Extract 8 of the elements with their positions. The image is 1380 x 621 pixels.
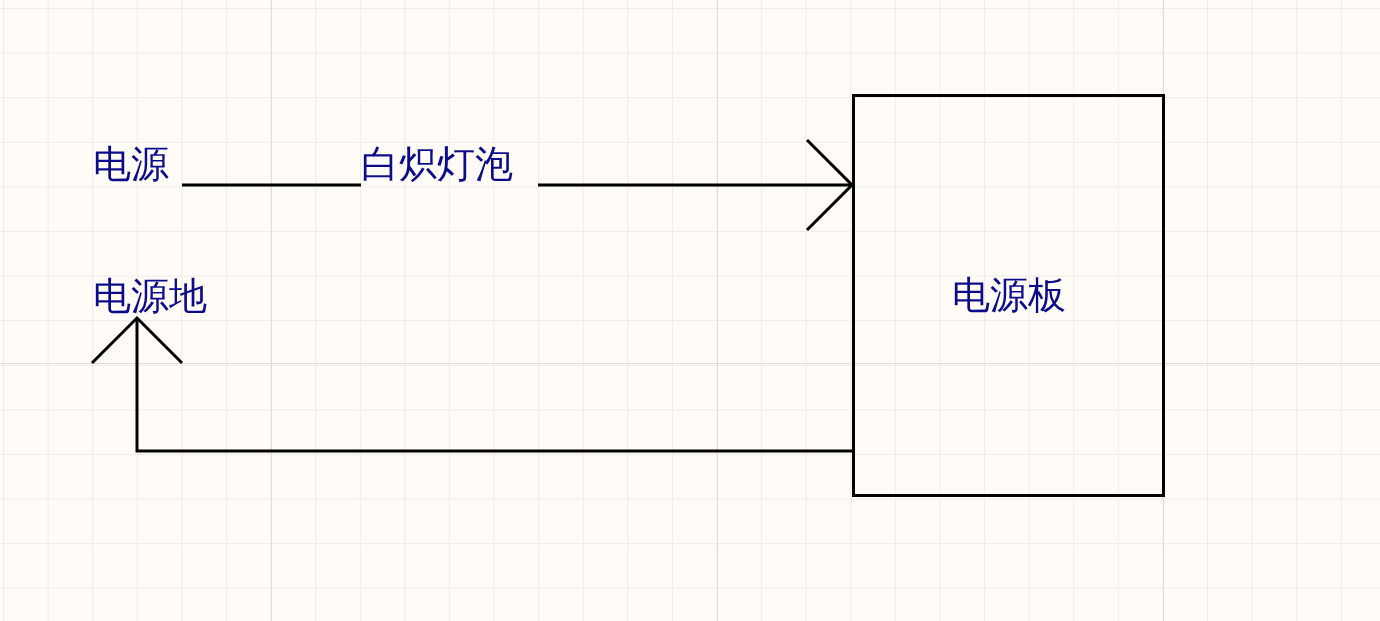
arrow — [538, 138, 854, 232]
node-label: 电源 — [93, 144, 169, 186]
node-label: 电源地 — [93, 276, 207, 318]
board-box — [852, 94, 1165, 497]
wire-line — [182, 183, 361, 187]
arrow — [90, 316, 852, 453]
node-label: 电源板 — [951, 274, 1066, 317]
node-label: 白炽灯泡 — [361, 144, 513, 186]
